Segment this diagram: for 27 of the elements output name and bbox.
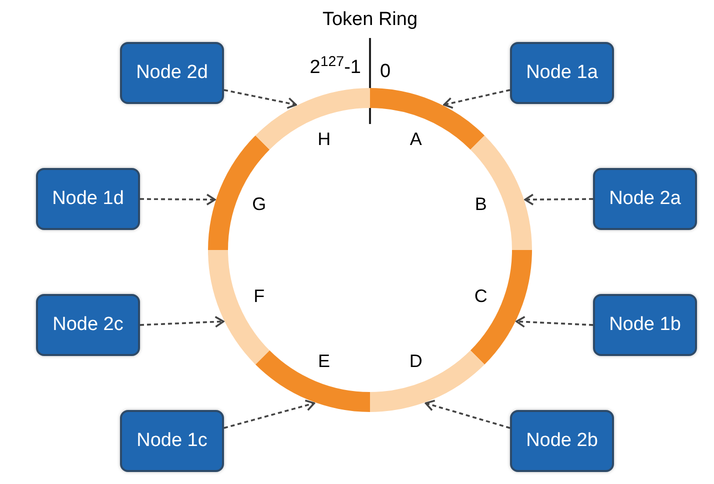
node-box: Node 2c — [36, 294, 140, 356]
arrow — [224, 89, 297, 109]
node-box: Node 1b — [593, 294, 697, 356]
segment-label: C — [474, 286, 488, 305]
arrow — [140, 194, 216, 206]
segment-label: E — [318, 352, 330, 370]
segment-label: D — [409, 352, 422, 370]
node-box: Node 2a — [593, 168, 697, 230]
arrow — [424, 400, 510, 429]
arrow — [443, 89, 510, 109]
segment-label: A — [410, 130, 422, 148]
arrow — [516, 316, 594, 328]
min-token-label: 0 — [380, 60, 391, 84]
node-box: Node 2d — [120, 42, 224, 104]
segment-label: B — [474, 195, 487, 214]
segment-label: H — [318, 130, 331, 148]
node-box: Node 1c — [120, 410, 224, 472]
segment-label: G — [252, 195, 266, 214]
max-token-label: 2$^{127}$-1 — [310, 54, 361, 80]
arrow — [224, 400, 316, 429]
arrow — [140, 316, 224, 328]
segment-label: F — [254, 286, 265, 305]
node-box: Node 2b — [510, 410, 614, 472]
arrow — [524, 194, 593, 206]
node-box: Node 1a — [510, 42, 614, 104]
node-box: Node 1d — [36, 168, 140, 230]
diagram-title: Token Ring — [322, 8, 418, 32]
